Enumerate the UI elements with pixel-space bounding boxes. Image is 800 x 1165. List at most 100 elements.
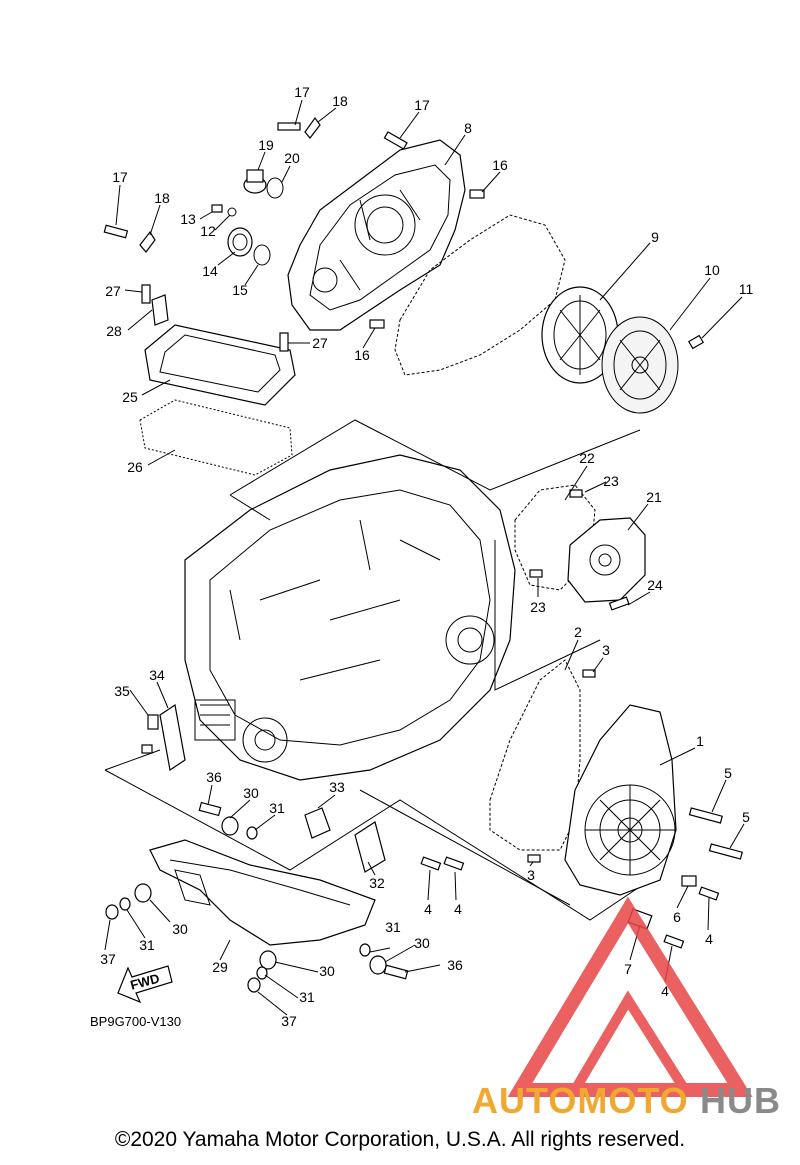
dowel-3-a [582,669,596,678]
dowel-16-a [469,189,485,199]
bolt-27-b [279,332,289,352]
callout-20: 20 [284,150,300,166]
callout-30: 30 [243,785,259,801]
dash-outline-right [494,540,601,691]
bolt-36-b [383,964,409,980]
dash-outline-upper [229,419,641,521]
bolt-4-d [663,934,685,949]
clamp-18-b [139,230,156,253]
cover-21 [567,517,646,603]
callout-30: 30 [172,921,188,937]
callout-labels: 17 18 17 8 16 19 20 17 18 13 12 14 15 9 … [100,84,753,1029]
callout-35: 35 [114,683,130,699]
dowel-16-b [369,319,385,329]
callout-23: 23 [530,599,546,615]
diagram-code: BP9G700-V130 [90,1014,181,1029]
bolt-5-b [708,843,743,860]
skid-plate-29 [149,839,376,946]
callout-29: 29 [212,959,228,975]
callout-25: 25 [122,389,138,405]
bolt-35 [147,714,159,730]
plate-10 [601,316,679,414]
callout-15: 15 [232,282,248,298]
callout-31: 31 [139,937,155,953]
callout-28: 28 [106,323,122,339]
callout-6: 6 [673,909,681,925]
callout-9: 9 [651,229,659,245]
fwd-arrow: FWD [117,965,173,1004]
cover-25 [144,324,296,406]
callout-37: 37 [100,951,116,967]
part-6 [681,875,697,887]
bolt-24 [608,596,630,611]
callout-17: 17 [294,84,310,100]
damper-30-c [369,955,387,975]
callout-36: 36 [447,957,463,973]
callout-33: 33 [329,779,345,795]
dowel-3-b [527,854,541,863]
callout-19: 19 [258,137,274,153]
o-ring-20 [266,177,284,199]
callout-4: 4 [454,901,462,917]
callout-4: 4 [424,901,432,917]
damper-30-b [134,883,152,903]
generator-cover-1 [564,704,677,896]
callout-32: 32 [369,875,385,891]
callout-13: 13 [180,211,196,227]
dowel-23-b [529,569,543,578]
callout-22: 22 [579,450,595,466]
bracket-28 [151,294,169,326]
callout-18: 18 [154,190,170,206]
callout-31: 31 [385,919,401,935]
callout-17: 17 [112,169,128,185]
sensor-33 [304,807,331,839]
bolt-4-b [443,856,465,871]
callout-16: 16 [492,157,508,173]
bolt-17-a [277,122,301,131]
callout-3: 3 [527,867,535,883]
callout-8: 8 [464,120,472,136]
callout-4: 4 [705,931,713,947]
watermark-word-b: HUB [700,1080,781,1121]
callout-27: 27 [105,283,121,299]
dowel-23-a [569,489,583,498]
crankcase [184,454,516,781]
callout-16: 16 [354,347,370,363]
washer-12 [227,207,237,217]
bolt-27-a [141,284,151,304]
o-ring-15 [253,244,271,266]
dash-outline-bottom [359,789,571,906]
callout-31: 31 [299,989,315,1005]
callout-5: 5 [724,765,732,781]
crankcase-cover-8 [287,139,466,331]
callout-23: 23 [603,473,619,489]
callout-14: 14 [202,263,218,279]
callout-30: 30 [319,963,335,979]
callout-4: 4 [661,983,669,999]
bolt-5-a [688,807,723,824]
watermark-triangle [507,896,753,1097]
collar-31-a [246,826,258,840]
nut-37-b [247,977,261,993]
callout-3: 3 [602,642,610,658]
callout-31: 31 [269,800,285,816]
callout-26: 26 [127,459,143,475]
cap-14 [227,227,253,257]
bracket-32 [354,821,386,873]
damper-30-d [259,950,277,970]
bolt-17-b [383,131,408,150]
callout-11: 11 [739,281,754,297]
callout-24: 24 [647,577,663,593]
gasket-26 [139,399,293,476]
bolt-4-c [698,886,720,901]
callout-34: 34 [149,667,165,683]
bolt-36-a [198,801,222,817]
clamp-18-a [304,116,321,139]
leader-lines [104,99,745,1016]
callout-36: 36 [206,769,222,785]
collar-31-d [256,966,268,980]
watermark-logo [507,896,753,1097]
bolt-4-a [420,856,442,871]
callout-10: 10 [704,262,720,278]
bolt-35-b [141,744,153,754]
